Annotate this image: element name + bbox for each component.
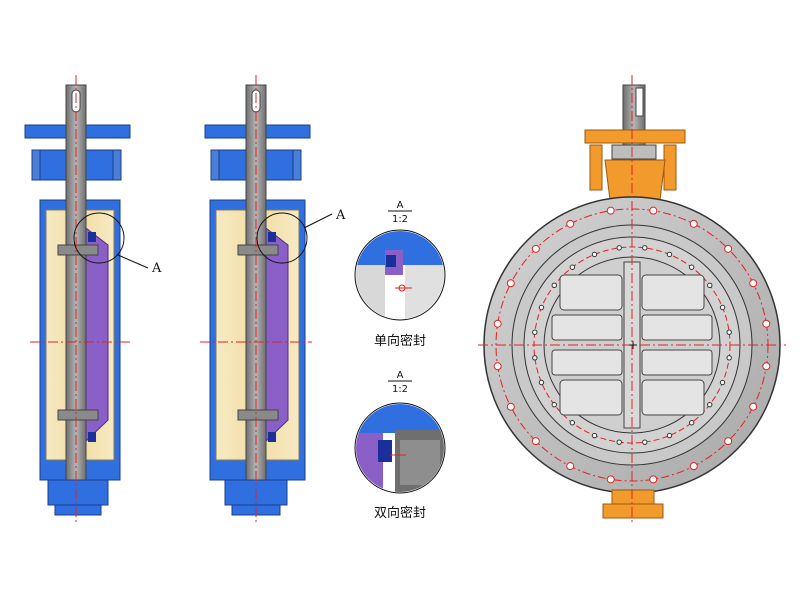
front-keyway bbox=[635, 87, 644, 117]
outer-bolt-holes bbox=[493, 206, 771, 484]
bolt-hole bbox=[531, 244, 540, 253]
bolt-hole bbox=[506, 402, 515, 411]
bolt-hole bbox=[566, 462, 575, 471]
bolt-hole bbox=[726, 329, 732, 335]
bolt-hole bbox=[532, 329, 538, 335]
disc-ribs bbox=[551, 274, 713, 416]
bolt-hole bbox=[689, 462, 698, 471]
bottom-cover bbox=[47, 479, 109, 506]
detail-bottom-scale: 1:2 bbox=[392, 384, 408, 395]
bolt-hole bbox=[707, 401, 713, 408]
bolt-hole bbox=[591, 251, 598, 258]
disc-pin-bottom bbox=[57, 409, 99, 421]
front-view: + bbox=[478, 75, 786, 525]
detail-circle-left bbox=[73, 212, 125, 264]
gland-bolt-right bbox=[292, 149, 302, 181]
bolt-hole bbox=[551, 401, 557, 408]
bolt-hole bbox=[749, 402, 758, 411]
bolt-hole bbox=[719, 379, 726, 386]
detail-top-scale: 1:2 bbox=[392, 214, 408, 225]
bolt-hole bbox=[688, 264, 695, 270]
seal-bottom bbox=[88, 432, 96, 442]
bolt-hole bbox=[493, 362, 502, 371]
disc-pin-bottom bbox=[237, 409, 279, 421]
bolt-hole bbox=[689, 219, 698, 228]
seal-top bbox=[88, 232, 96, 242]
section-mark-left: A bbox=[151, 261, 162, 276]
bolt-hole bbox=[606, 475, 615, 484]
bolt-hole bbox=[551, 282, 557, 289]
bolt-hole bbox=[649, 206, 658, 215]
detail-top-caption: 单向密封 bbox=[374, 333, 426, 349]
bolt-hole bbox=[666, 251, 673, 258]
bolt-hole bbox=[566, 219, 575, 228]
bottom-plate bbox=[54, 504, 102, 516]
detail-top-mark: A bbox=[397, 200, 404, 211]
bolt-hole bbox=[538, 379, 545, 386]
bolt-hole bbox=[707, 282, 713, 289]
bolt-hole bbox=[719, 304, 726, 311]
seal-bottom bbox=[268, 432, 276, 442]
bolt-hole bbox=[616, 245, 622, 251]
bolt-hole bbox=[649, 475, 658, 484]
bolt-hole bbox=[642, 245, 648, 251]
disc-pin-top bbox=[57, 244, 99, 256]
gland-bolt-left bbox=[31, 149, 41, 181]
detail-bottom: A 1:2 双向密封 bbox=[354, 370, 446, 521]
bolt-hole bbox=[506, 279, 515, 288]
detail-circle-middle bbox=[256, 212, 308, 264]
bolt-hole bbox=[616, 439, 622, 445]
bottom-cap bbox=[602, 503, 664, 519]
center-mark: + bbox=[628, 338, 638, 352]
detail-bottom-mark: A bbox=[397, 370, 404, 381]
seal-top bbox=[268, 232, 276, 242]
bottom-boss bbox=[611, 489, 655, 505]
gland-bolt-left bbox=[210, 149, 220, 181]
bolt-hole bbox=[762, 319, 771, 328]
bolt-hole bbox=[569, 420, 576, 426]
bolt-hole bbox=[569, 264, 576, 270]
section-mark-middle: A bbox=[335, 208, 346, 223]
detail-bottom-caption: 双向密封 bbox=[374, 505, 426, 521]
bolt-hole bbox=[642, 439, 648, 445]
bolt-hole bbox=[724, 244, 733, 253]
bolt-hole bbox=[762, 362, 771, 371]
bolt-hole bbox=[538, 304, 545, 311]
bolt-hole bbox=[724, 437, 733, 446]
bolt-hole bbox=[688, 420, 695, 426]
bolt-hole bbox=[726, 355, 732, 361]
bolt-hole bbox=[493, 319, 502, 328]
gland bbox=[611, 144, 657, 160]
bolt-hole bbox=[666, 432, 673, 439]
detail-top: A 1:2 单向密封 bbox=[354, 200, 446, 349]
yoke-right bbox=[663, 144, 677, 191]
bolt-hole bbox=[749, 279, 758, 288]
section-view-double-seal: A bbox=[200, 75, 346, 525]
bolt-hole bbox=[531, 437, 540, 446]
top-flange-orange bbox=[584, 129, 686, 144]
section-view-single-seal: A bbox=[24, 75, 162, 525]
neck bbox=[604, 159, 666, 201]
bolt-hole bbox=[606, 206, 615, 215]
gland-bolt-right bbox=[112, 149, 122, 181]
inner-bolt-holes bbox=[532, 245, 732, 445]
bolt-hole bbox=[532, 355, 538, 361]
bolt-hole bbox=[591, 432, 598, 439]
yoke-left bbox=[589, 144, 603, 191]
